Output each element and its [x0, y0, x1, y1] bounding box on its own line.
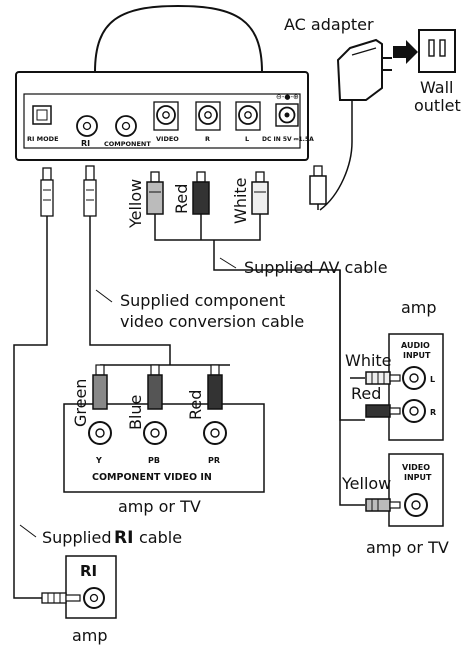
label-ri: RI — [81, 139, 90, 148]
ri-cable-plug-top — [40, 167, 54, 222]
video-panel-title-2: INPUT — [404, 473, 432, 482]
component-amp-or-tv-label: amp or TV — [118, 497, 201, 516]
component-panel-title: COMPONENT VIDEO IN — [92, 472, 212, 483]
component-label-pr: PR — [208, 456, 220, 465]
audio-amp-label: amp — [401, 298, 437, 317]
av-label-white: White — [231, 177, 250, 224]
component-jack — [115, 115, 137, 137]
ri-cable-label-prefix: Supplied — [42, 528, 112, 547]
component-cable-label-2: video conversion cable — [120, 312, 304, 331]
av-label-yellow: Yellow — [126, 179, 145, 229]
av-plug-red — [192, 171, 210, 230]
audio-r-jack — [195, 101, 221, 131]
label-dc-in: DC IN 5V ⎓1.5A — [262, 136, 314, 143]
supplied-av-cable-label: Supplied AV cable — [244, 258, 388, 277]
ri-cable-pointer — [19, 524, 37, 538]
component-label-y: Y — [95, 456, 102, 465]
component-video-panel — [63, 364, 265, 493]
component-cable — [89, 222, 230, 366]
label-l: L — [245, 135, 249, 143]
ri-amp-label: amp — [72, 626, 108, 645]
polarity-symbol: ⊖-●-⊕ — [276, 93, 299, 101]
dc-plug — [309, 165, 327, 210]
ri-cable-label-logo: RI — [114, 528, 133, 548]
ri-panel-logo: RI — [80, 562, 97, 580]
av-plug-white — [251, 171, 269, 230]
audio-l-jack — [235, 101, 261, 131]
ac-adapter — [319, 38, 392, 211]
ac-adapter-label: AC adapter — [284, 15, 374, 34]
audio-panel-title-1: AUDIO — [401, 341, 430, 350]
ri-cable — [13, 222, 48, 599]
component-label-blue: Blue — [126, 395, 145, 430]
video-amp-or-tv-label: amp or TV — [366, 538, 449, 557]
audio-label-white: White — [345, 351, 392, 370]
wall-outlet-label-2: outlet — [414, 96, 461, 115]
arrow-to-outlet — [393, 40, 418, 64]
video-panel-title-1: VIDEO — [402, 463, 430, 472]
wall-outlet — [418, 29, 456, 73]
component-cable-label-1: Supplied component — [120, 291, 285, 310]
av-cable-pointer — [219, 257, 237, 269]
label-component: COMPONENT — [104, 140, 151, 148]
audio-label-red: Red — [351, 384, 381, 403]
ri-cable-label-suffix: cable — [139, 528, 182, 547]
video-label-yellow: Yellow — [341, 474, 391, 493]
av-label-red: Red — [172, 184, 191, 214]
ri-jack — [76, 115, 98, 137]
component-cable-pointer — [95, 289, 113, 303]
component-label-red: Red — [186, 390, 205, 420]
wall-outlet-label-1: Wall — [420, 78, 454, 97]
component-label-green: Green — [71, 379, 90, 427]
av-cable — [154, 230, 365, 506]
label-ri-mode: RI MODE — [27, 135, 59, 143]
audio-panel-r: R — [430, 408, 436, 417]
ri-panel — [41, 555, 117, 619]
video-jack — [153, 101, 179, 131]
audio-panel-l: L — [430, 375, 435, 384]
video-input-panel — [365, 453, 444, 527]
component-label-pb: PB — [148, 456, 160, 465]
device: ⊖-●-⊕ RI MODE RI COMPONENT VIDEO R L DC … — [15, 4, 314, 161]
component-cable-plug-top — [83, 165, 97, 222]
audio-input-panel — [365, 333, 444, 441]
audio-panel-title-2: INPUT — [403, 351, 431, 360]
label-video: VIDEO — [156, 135, 179, 143]
label-r: R — [205, 135, 210, 143]
av-plug-yellow — [146, 171, 164, 230]
dc-in-jack — [275, 103, 299, 127]
